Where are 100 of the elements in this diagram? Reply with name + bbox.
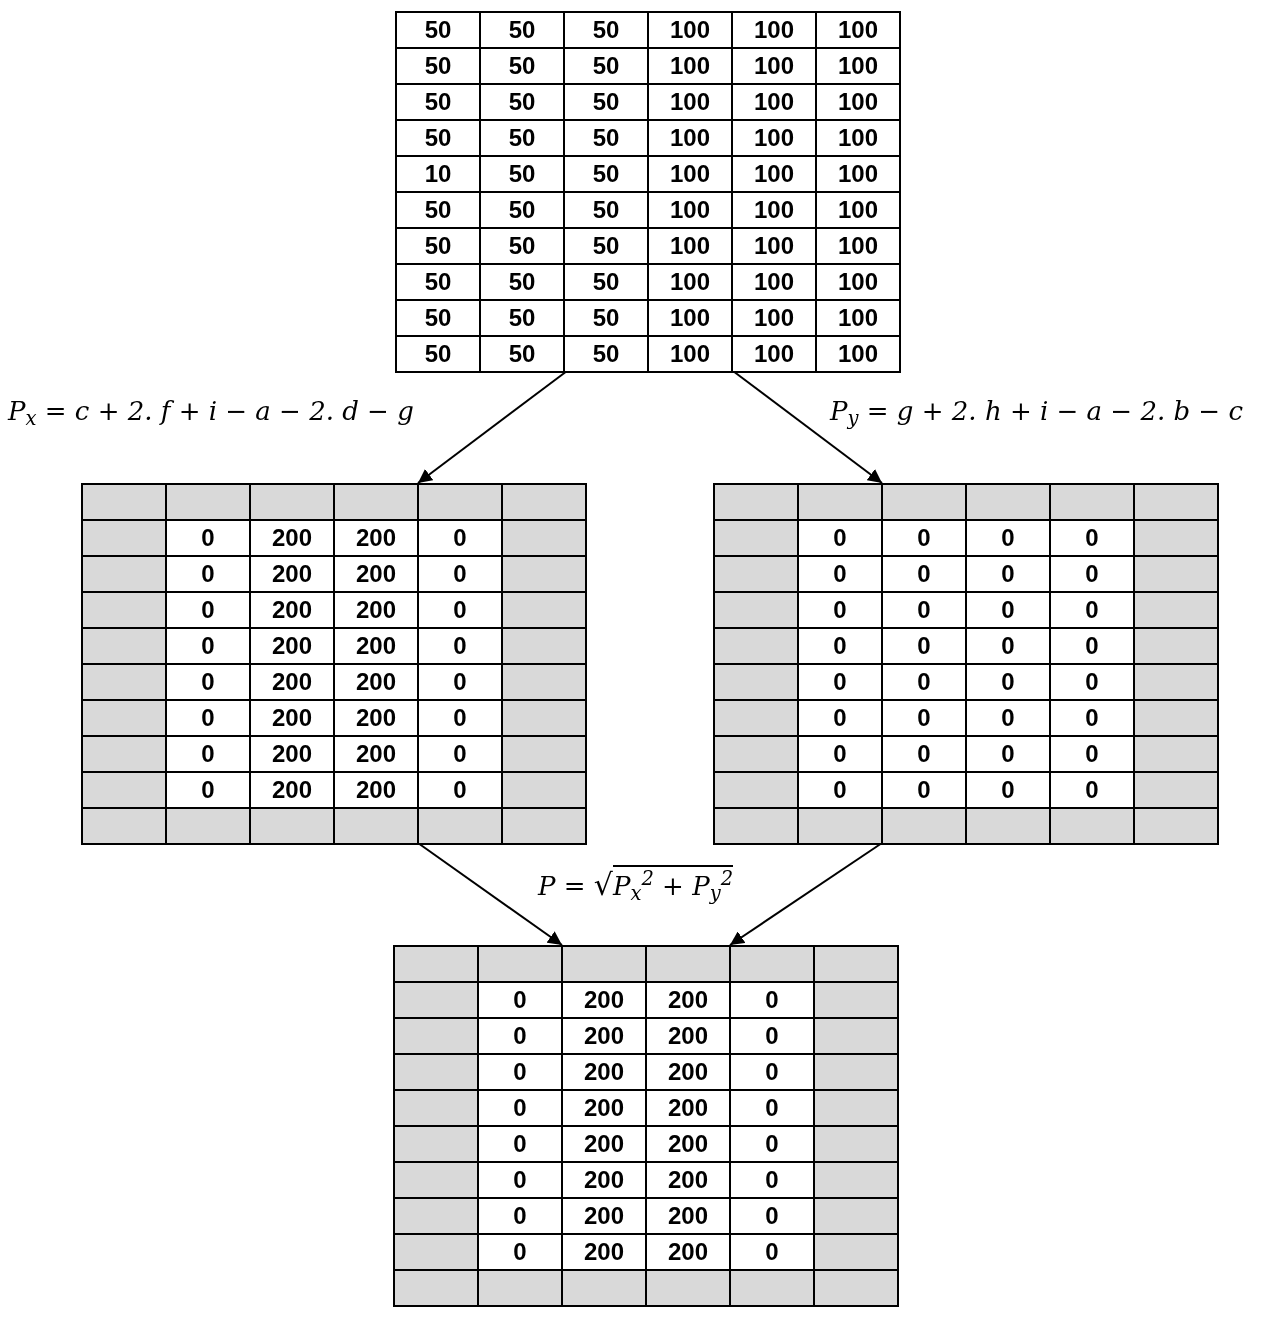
table-cell: 50 [480,12,564,48]
table-cell: 200 [562,982,646,1018]
table-cell: 100 [732,264,816,300]
table-cell: 0 [798,664,882,700]
table-cell: 200 [334,736,418,772]
table-cell: 0 [478,1054,562,1090]
table-cell: 50 [564,84,648,120]
table-cell: 0 [1050,772,1134,808]
table-cell: 50 [396,336,480,372]
table-cell: 0 [798,520,882,556]
table-cell: 0 [418,664,502,700]
table-cell: 200 [334,520,418,556]
table-cell: 50 [396,228,480,264]
table-cell: 0 [166,664,250,700]
table-cell: 200 [562,1162,646,1198]
table-cell: 50 [564,156,648,192]
table-cell: 200 [646,1054,730,1090]
table-cell: 100 [816,84,900,120]
table-cell: 0 [966,556,1050,592]
table-cell: 200 [562,1198,646,1234]
table-cell: 100 [732,48,816,84]
table-cell: 200 [334,628,418,664]
table-cell: 200 [646,1090,730,1126]
table-cell: 0 [966,772,1050,808]
table-cell: 0 [730,1126,814,1162]
data-table [395,11,901,373]
table-cell: 200 [646,1126,730,1162]
table-cell: 100 [648,120,732,156]
table-cell: 0 [418,772,502,808]
table-cell: 0 [418,592,502,628]
table-cell: 200 [562,1054,646,1090]
table-cell: 100 [732,84,816,120]
table-cell: 100 [648,84,732,120]
table-cell: 50 [396,120,480,156]
table-cell: 0 [882,664,966,700]
table-cell: 50 [564,228,648,264]
table-cell: 200 [334,556,418,592]
table-cell: 100 [816,48,900,84]
table-cell: 0 [966,736,1050,772]
table-cell: 0 [882,592,966,628]
table-cell: 0 [966,700,1050,736]
table-cell: 200 [250,772,334,808]
table-cell: 100 [816,192,900,228]
table-cell: 0 [166,592,250,628]
table-cell: 0 [478,1126,562,1162]
table-cell: 0 [798,772,882,808]
table-cell: 200 [250,592,334,628]
table-cell: 0 [966,664,1050,700]
formula: P$_{y}$ = g + 2. h + i − a − 2. b − c [830,395,1243,431]
table-cell: 200 [250,664,334,700]
table-cell: 0 [730,982,814,1018]
table-cell: 0 [882,772,966,808]
table-cell: 50 [564,192,648,228]
formula: P$_{x}$ = c + 2. f + i − a − 2. d − g [8,395,414,431]
table-cell: 100 [816,264,900,300]
table-cell: 0 [882,736,966,772]
table-cell: 0 [730,1018,814,1054]
table-cell: 0 [478,1234,562,1270]
table-cell: 0 [730,1198,814,1234]
table-cell: 50 [396,84,480,120]
table-cell: 0 [166,520,250,556]
table-cell: 100 [648,12,732,48]
table-cell: 200 [562,1018,646,1054]
table-cell: 100 [648,264,732,300]
table-cell: 50 [480,48,564,84]
table-cell: 50 [396,48,480,84]
table-cell: 200 [250,556,334,592]
table-cell: 100 [732,192,816,228]
table-cell: 200 [646,1198,730,1234]
table-cell: 200 [250,628,334,664]
table-cell: 0 [1050,592,1134,628]
table-cell: 0 [730,1162,814,1198]
table-cell: 0 [166,772,250,808]
table-cell: 200 [250,736,334,772]
table-cell: 50 [564,120,648,156]
table-cell: 100 [648,48,732,84]
table-cell: 50 [480,192,564,228]
table-cell: 0 [1050,664,1134,700]
table-cell: 100 [732,300,816,336]
table-cell: 0 [166,736,250,772]
table-cell: 100 [816,228,900,264]
table-cell: 100 [816,336,900,372]
table-cell: 100 [816,300,900,336]
table-cell: 100 [648,300,732,336]
table-cell: 0 [478,1018,562,1054]
table-cell: 100 [648,156,732,192]
table-cell: 0 [798,592,882,628]
table-cell: 0 [478,1090,562,1126]
table-cell: 0 [478,1198,562,1234]
table-cell: 0 [418,520,502,556]
table-cell: 0 [418,736,502,772]
table-cell: 0 [166,556,250,592]
table-cell: 0 [1050,700,1134,736]
arrow [417,842,563,946]
table-cell: 0 [418,556,502,592]
table-cell: 50 [480,300,564,336]
table-cell: 0 [882,628,966,664]
table-cell: 200 [646,1018,730,1054]
table-cell: 200 [250,520,334,556]
table-cell: 50 [396,192,480,228]
